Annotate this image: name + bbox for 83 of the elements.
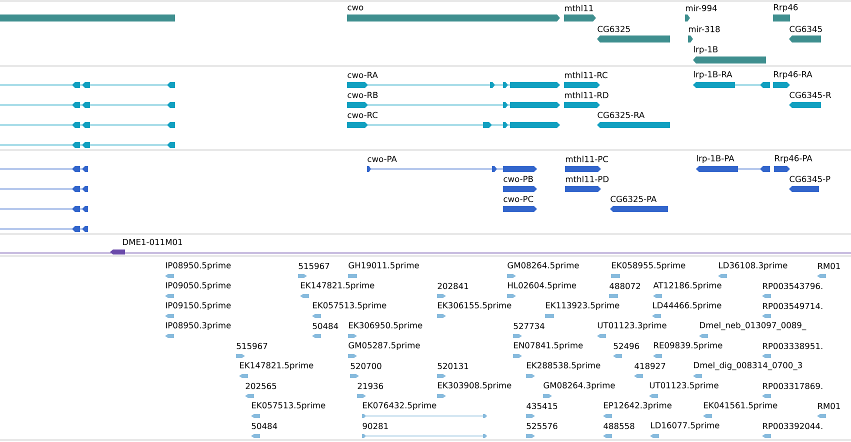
feature-label: GH19011.5prime — [348, 262, 419, 270]
feature-label: EP12642.3prime — [604, 402, 672, 410]
feature-label: mir-994 — [686, 4, 717, 12]
feature-label: CG6345 — [790, 26, 822, 32]
feature-label: UT01123.5prime — [650, 382, 718, 390]
feature-label: EK057513.5prime — [313, 302, 386, 310]
feature-label: UT01123.3prime — [598, 322, 666, 330]
feature-label: 418927 — [634, 362, 666, 370]
feature-label: IP08950.5prime — [166, 262, 231, 270]
feature-label: lrp-1B-PA — [697, 154, 734, 163]
feature-label: EK306950.5prime — [349, 322, 422, 330]
feature-label: RP003338951. — [763, 342, 822, 350]
feature-label: 488072 — [610, 282, 640, 290]
feature-label: 50484 — [252, 422, 278, 430]
feature-label: EK113923.5prime — [546, 302, 620, 310]
feature-label: cwo-RC — [348, 112, 378, 118]
feature-label: 202565 — [246, 382, 276, 390]
feature-label: Dmel_dig_008314_0700_3 — [694, 362, 802, 370]
feature-label: 515967 — [236, 342, 268, 350]
feature-label: IP08950.3prime — [166, 322, 231, 330]
feature-label: CG6325-RA — [598, 112, 645, 118]
feature-label: 90281 — [362, 422, 388, 430]
feature-label: 435415 — [526, 402, 558, 410]
feature-label: LD16077.5prime — [651, 422, 720, 430]
feature-label: Rrp46 — [774, 4, 798, 12]
feature-label: lrp-1B — [694, 46, 718, 54]
feature-label: IP09050.5prime — [166, 282, 231, 290]
feature-label: EK076432.5prime — [363, 402, 436, 410]
feature-label: Dmel_neb_013097_0089_ — [700, 322, 806, 330]
feature-label: RP003317869. — [763, 382, 822, 390]
feature-label: cwo-RA — [348, 72, 378, 78]
feature-label: LD36108.3prime — [719, 262, 788, 270]
feature-label: RP003392044. — [763, 422, 822, 430]
feature-label: mthl11-PD — [566, 176, 609, 182]
feature-label: GM08264.3prime — [544, 382, 615, 390]
feature-label: RP003549714. — [763, 302, 822, 310]
feature-label: cwo-RB — [348, 92, 378, 98]
feature-label: 488558 — [604, 422, 634, 430]
feature-label: RM01 — [818, 262, 840, 270]
feature-label: mthl11-PC — [566, 156, 608, 162]
feature-label: Rrp46-RA — [774, 71, 812, 79]
feature-label: RP003543796. — [763, 282, 822, 290]
feature-label: 520131 — [438, 362, 468, 370]
feature-label: AT12186.5prime — [653, 282, 722, 290]
feature-label: cwo-PB — [504, 176, 533, 182]
feature-label: DME1-011M01 — [123, 238, 182, 246]
feature-label: 515967 — [298, 262, 330, 270]
feature-label: EK288538.5prime — [527, 362, 600, 370]
feature-label: CG6325 — [598, 26, 630, 32]
feature-label: mthl11-RD — [564, 92, 608, 98]
feature-label: 525576 — [526, 422, 558, 430]
feature-label: mthl11 — [564, 4, 593, 12]
feature-label: GM08264.5prime — [508, 262, 579, 270]
feature-label: cwo — [348, 6, 364, 10]
feature-label: Rrp46-PA — [775, 155, 812, 163]
feature-label: HL02604.5prime — [508, 282, 576, 290]
feature-label: cwo-PC — [504, 196, 534, 202]
feature-label: cwo-PA — [368, 156, 397, 162]
feature-label: EK041561.5prime — [704, 402, 778, 410]
feature-label: EK147821.5prime — [240, 362, 314, 370]
feature-label: CG6345-R — [790, 92, 832, 98]
feature-label: GM05287.5prime — [348, 342, 420, 350]
feature-label: 21936 — [358, 382, 384, 390]
feature-label: EK147821.5prime — [301, 282, 374, 290]
feature-label: 52496 — [614, 342, 640, 350]
feature-label: 527734 — [514, 322, 544, 330]
feature-label: EK058955.5prime — [612, 262, 686, 270]
feature-label: mthl11-RC — [564, 72, 608, 78]
feature-label: EN07841.5prime — [514, 342, 583, 350]
feature-label: RM01 — [818, 402, 840, 410]
feature-label: EK057513.5prime — [252, 402, 326, 410]
feature-label: RE09839.5prime — [654, 342, 722, 350]
feature-label: IP09150.5prime — [166, 302, 231, 310]
feature-label: 202841 — [438, 282, 468, 290]
feature-label: 520700 — [350, 362, 382, 370]
feature-label: 50484 — [312, 322, 338, 330]
feature-label: EK303908.5prime — [438, 382, 512, 390]
feature-label: LD44466.5prime — [653, 302, 722, 310]
feature-label: EK306155.5prime — [438, 302, 512, 310]
feature-label: CG6325-PA — [610, 196, 657, 202]
feature-label: mir-318 — [688, 26, 720, 32]
feature-label: CG6345-P — [790, 176, 830, 182]
feature-label: lrp-1B-RA — [694, 70, 732, 79]
